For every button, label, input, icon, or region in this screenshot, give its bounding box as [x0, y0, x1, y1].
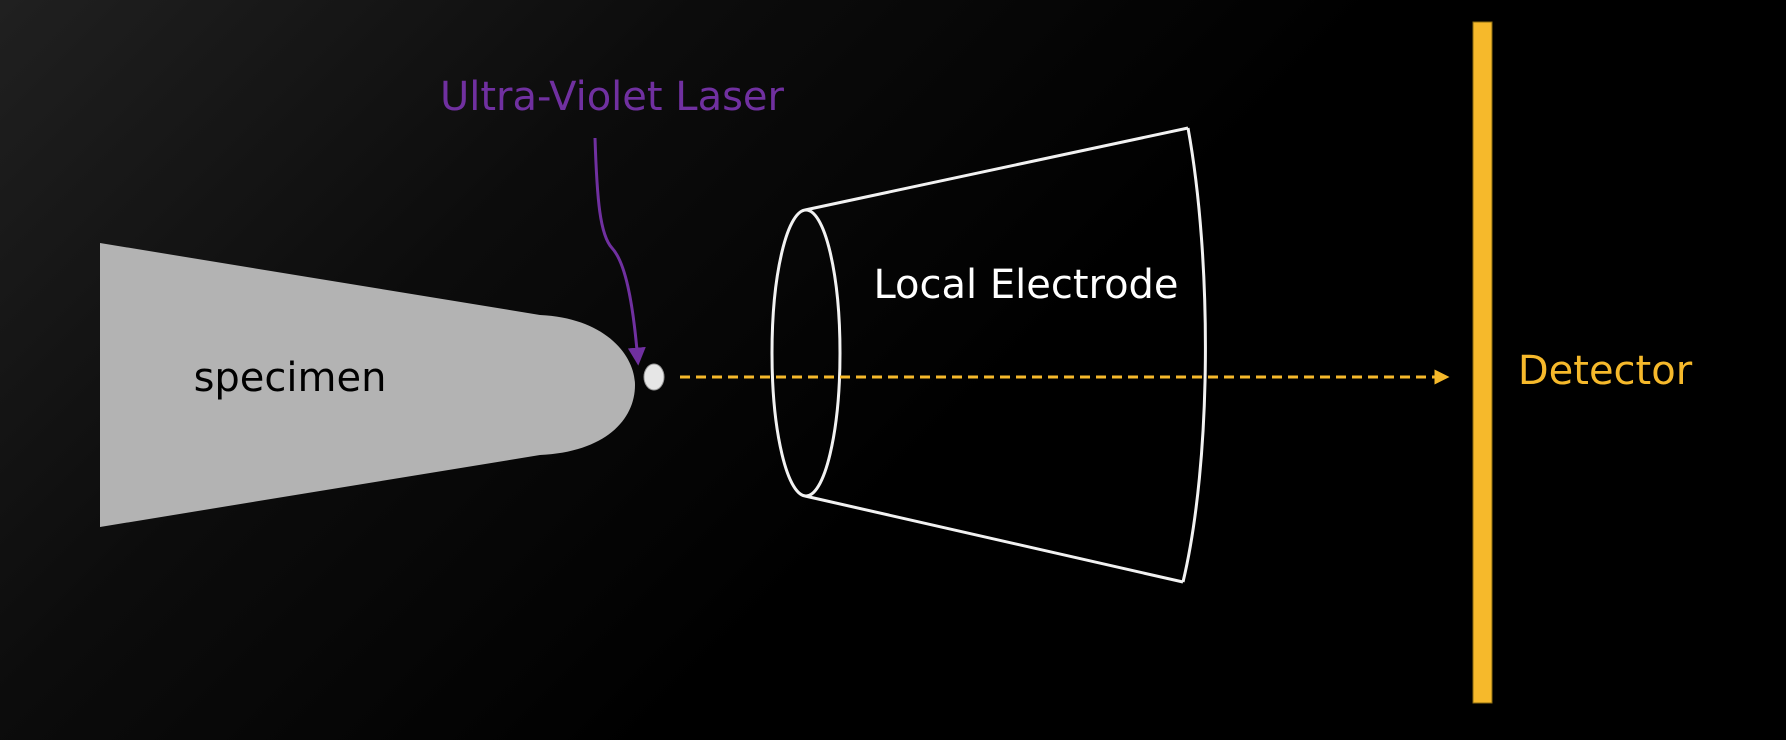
detector-plate [1472, 21, 1493, 704]
electrode-label: Local Electrode [873, 262, 1178, 308]
local-electrode [770, 126, 1207, 584]
detector-label: Detector [1518, 348, 1693, 394]
specimen-shape [100, 243, 635, 527]
laser-arrow [593, 137, 646, 366]
laser-label: Ultra-Violet Laser [440, 74, 785, 120]
ion-particle [643, 363, 665, 391]
specimen-label: specimen [194, 355, 387, 401]
